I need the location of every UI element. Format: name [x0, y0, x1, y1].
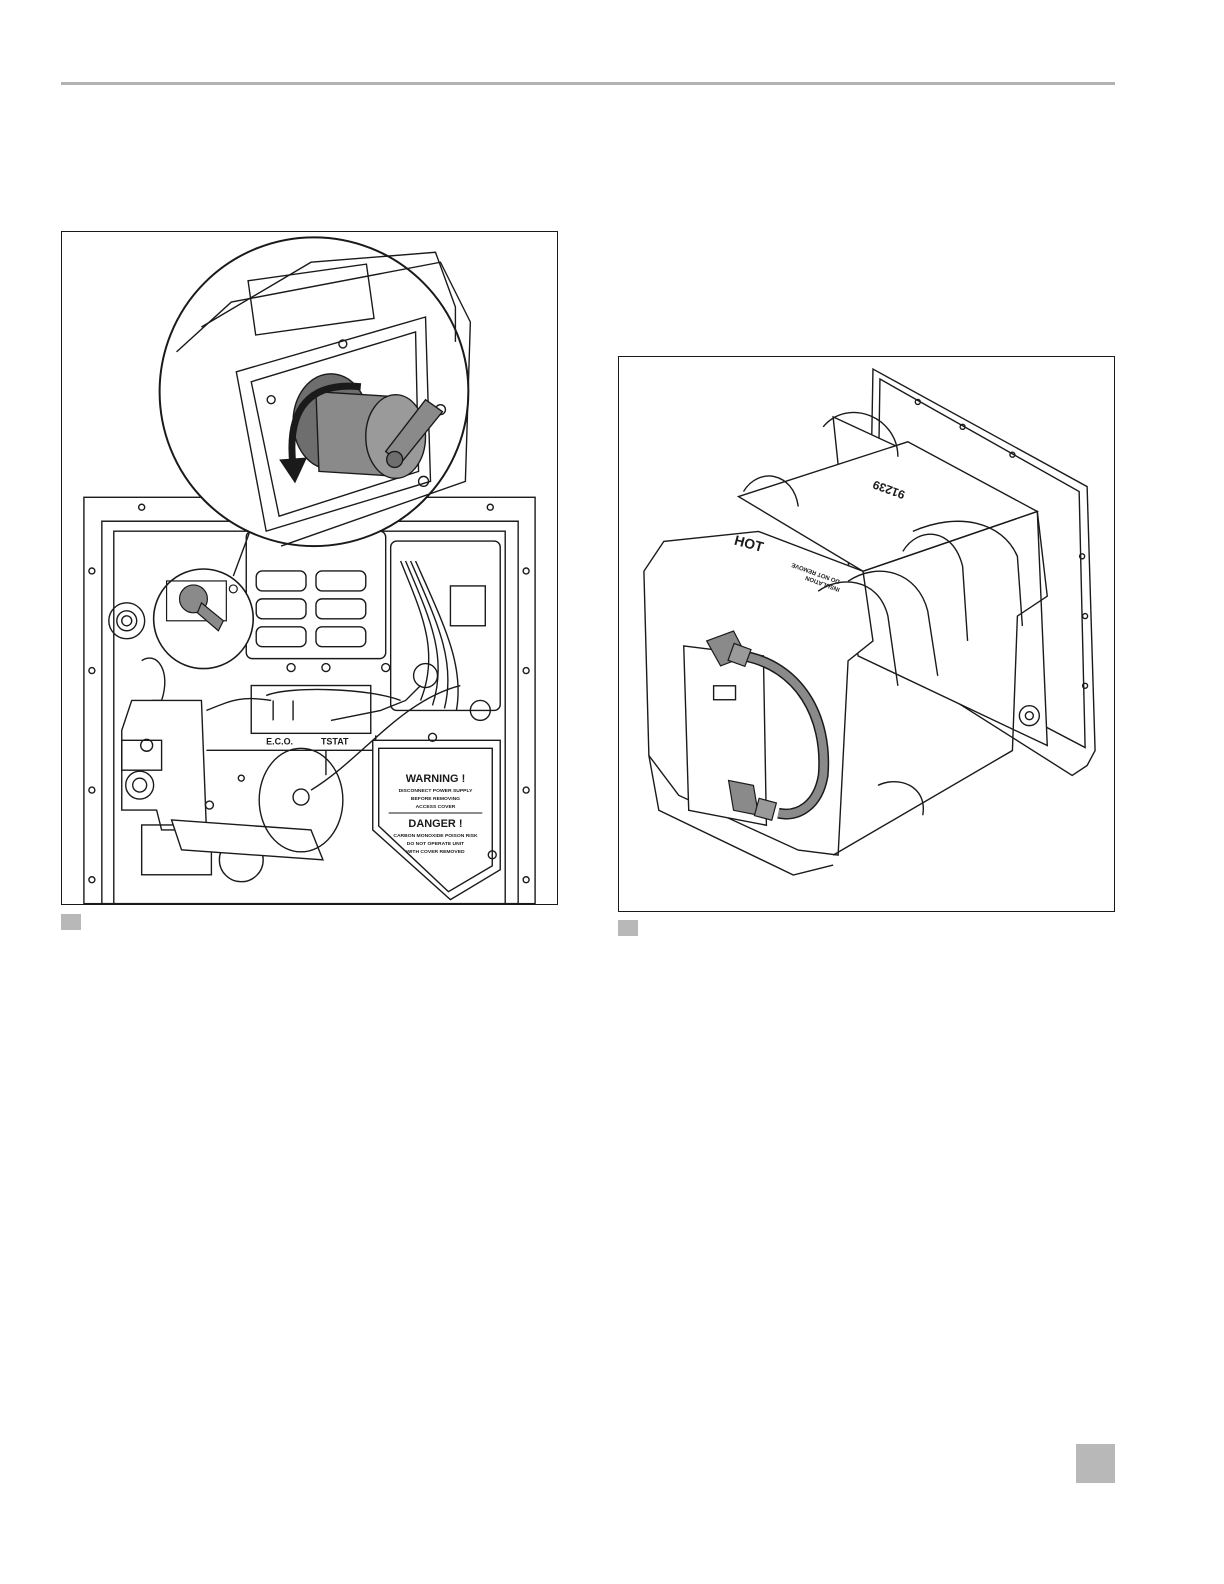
- water-heater-illustration: E.C.O. TSTAT WARNING ! DISCONNECT POWER …: [62, 232, 557, 904]
- tank-illustration: HOT 91239 INSULATION DO NOT REMOVE: [619, 357, 1114, 911]
- eco-label: E.C.O.: [266, 736, 293, 746]
- figure-water-heater-tank: HOT 91239 INSULATION DO NOT REMOVE: [618, 356, 1115, 912]
- danger-line-2: DO NOT OPERATE UNIT: [407, 841, 464, 847]
- danger-line-3: WITH COVER REMOVED: [406, 849, 465, 855]
- danger-line-1: CARBON MONOXIDE POISON RISK: [393, 833, 478, 839]
- warning-line-3: ACCESS COVER: [416, 804, 456, 810]
- header-rule: [61, 82, 1115, 85]
- danger-title: DANGER !: [408, 818, 462, 830]
- bypass-valve-detail: [160, 237, 471, 546]
- page-number-tab: [1076, 1444, 1115, 1483]
- figure-1-caption-marker: [61, 914, 81, 930]
- figure-water-heater-front: E.C.O. TSTAT WARNING ! DISCONNECT POWER …: [61, 231, 558, 905]
- warning-title: WARNING !: [406, 773, 466, 785]
- figure-2-caption-marker: [618, 920, 638, 936]
- warning-line-1: DISCONNECT POWER SUPPLY: [399, 788, 473, 794]
- tstat-label: TSTAT: [321, 736, 349, 746]
- warning-line-2: BEFORE REMOVING: [411, 796, 460, 802]
- valve-location-circle: [154, 569, 254, 669]
